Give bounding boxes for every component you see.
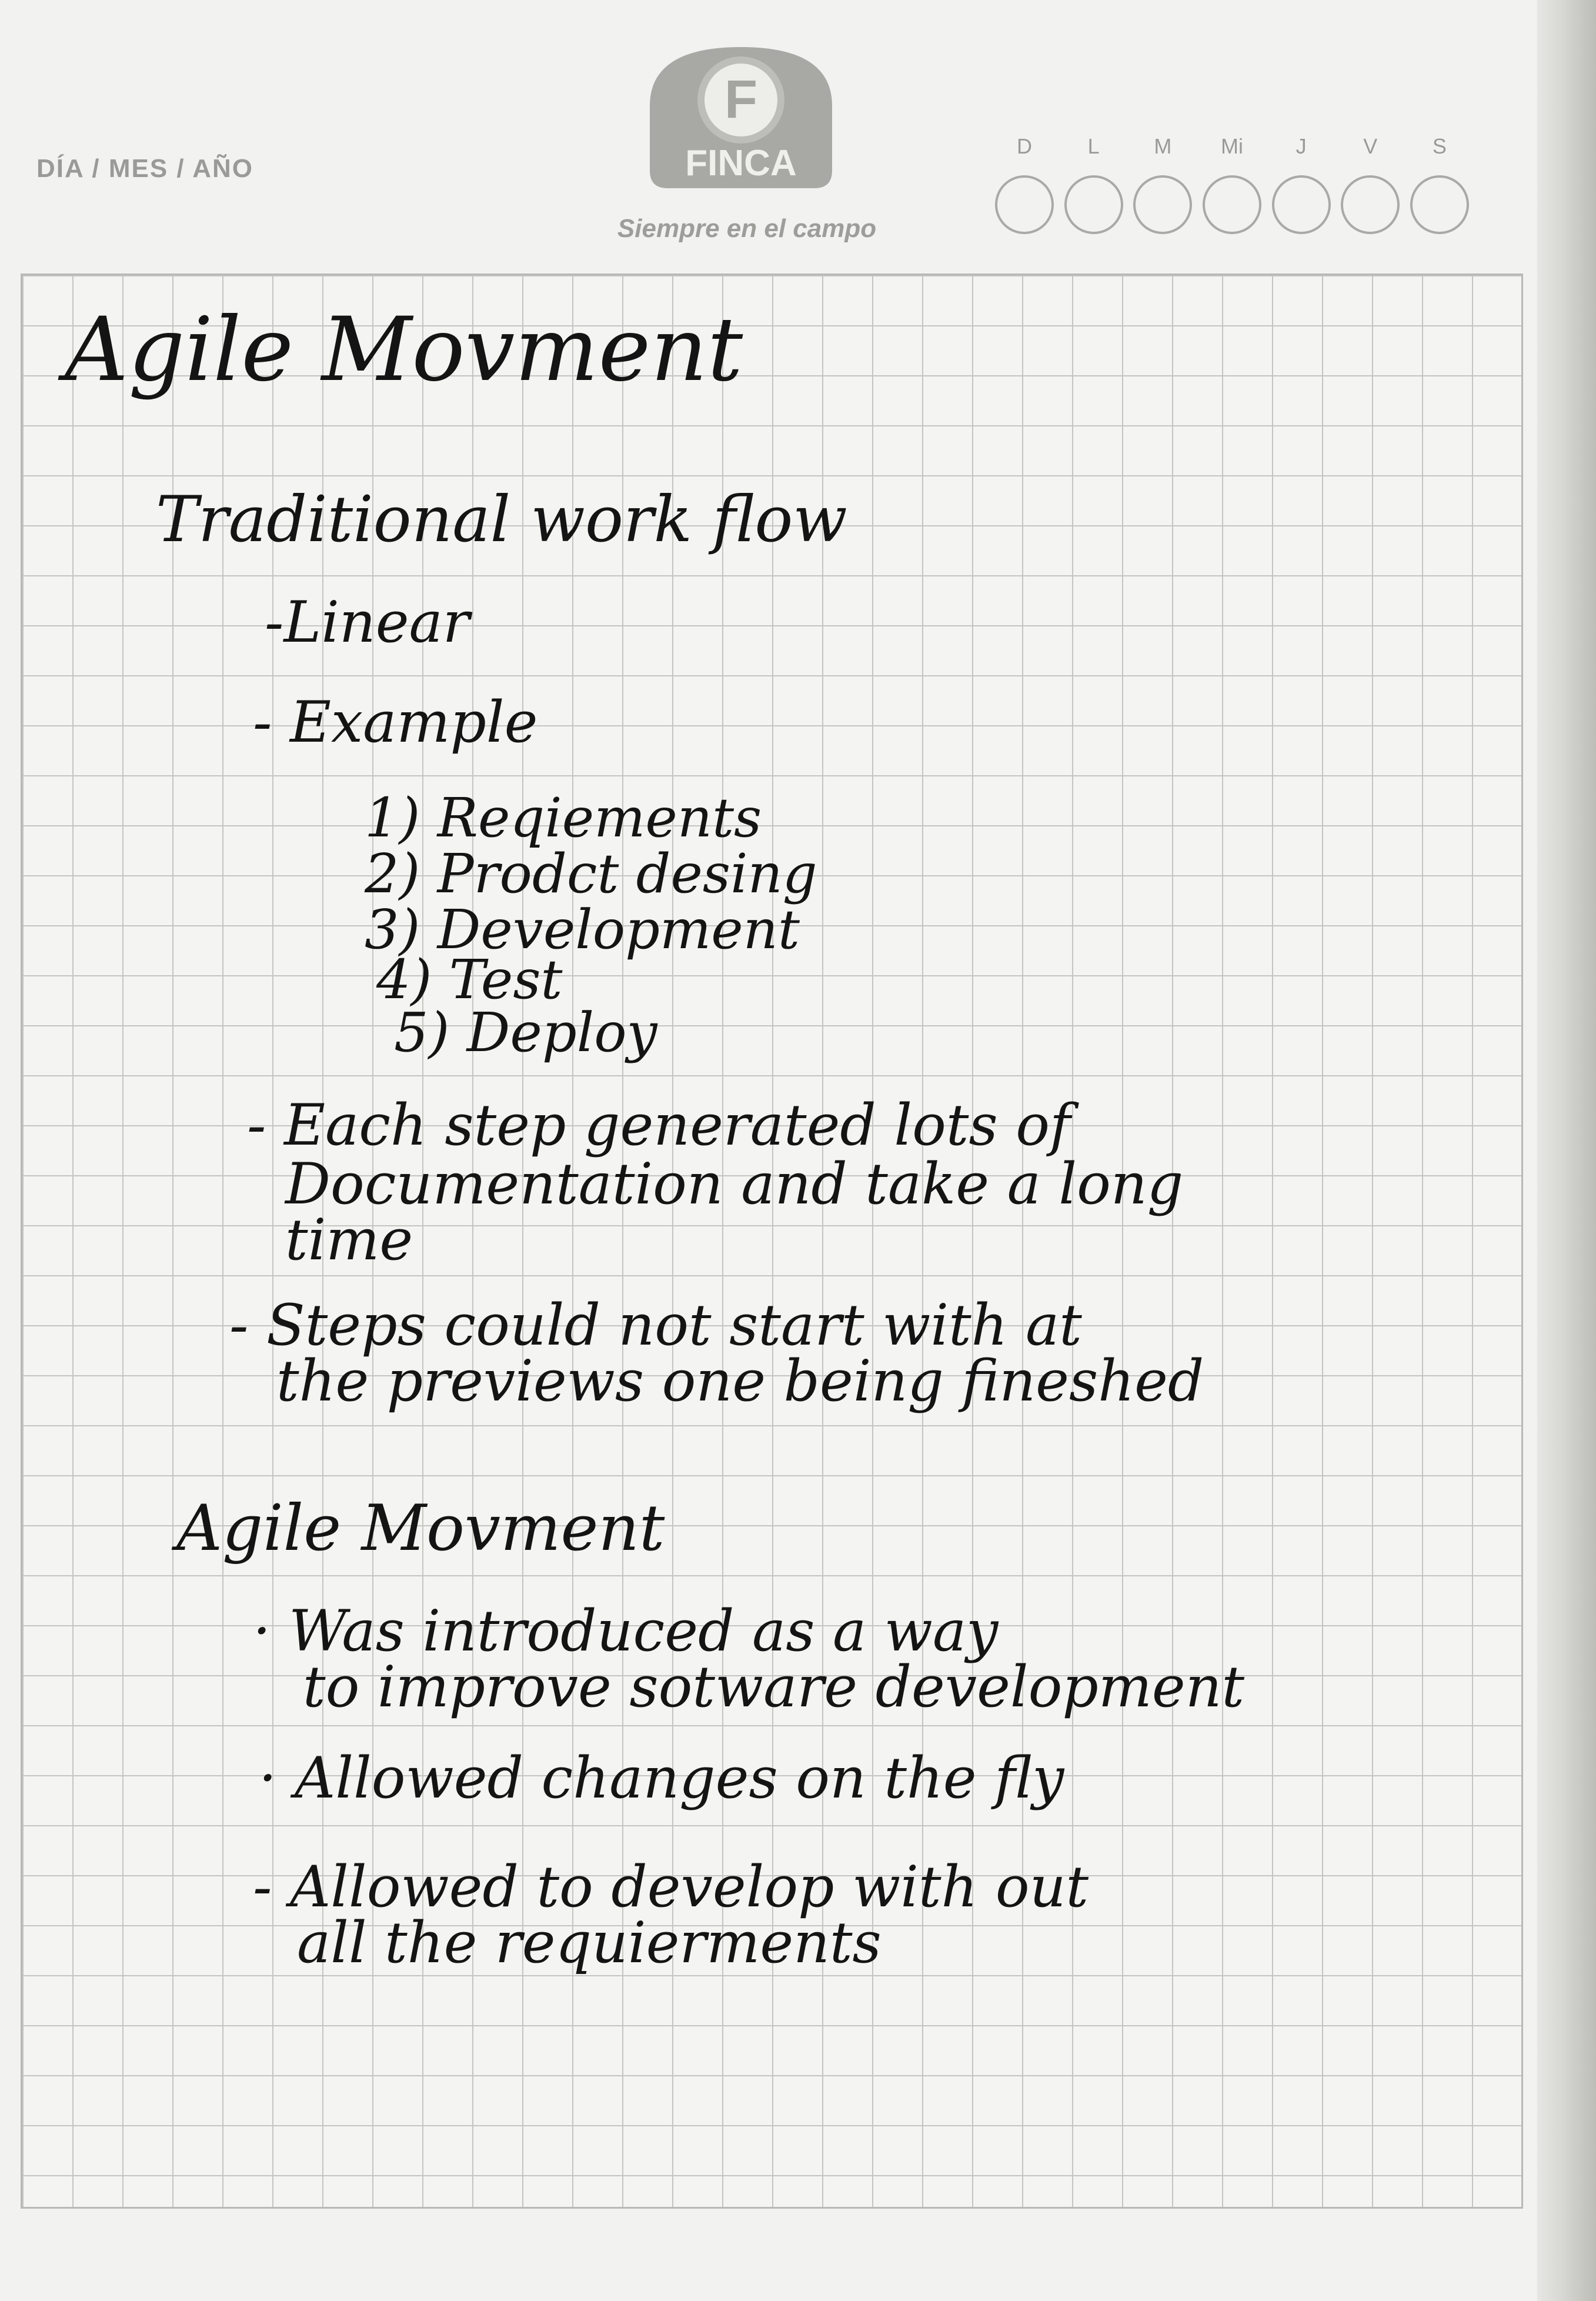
bullet-docs-line: Documentation and take a long	[285, 1151, 1184, 1217]
weekday-s: S	[1409, 134, 1470, 234]
weekday-v: V	[1340, 134, 1401, 234]
bullet-develop-line: - Allowed to develop with out	[253, 1854, 1089, 1920]
section1-heading: Traditional work flow	[156, 483, 847, 556]
bullet-develop-line: all the requierments	[297, 1910, 882, 1976]
weekday-j: J	[1271, 134, 1332, 234]
date-label: DÍA / MES / AÑO	[36, 154, 253, 183]
step-item: 4) Test	[376, 948, 563, 1011]
bullet-docs-line: time	[285, 1207, 413, 1273]
weekday-circle	[1064, 175, 1123, 234]
bullet-steps-line: - Steps could not start with at	[229, 1292, 1082, 1358]
weekday-l: L	[1063, 134, 1124, 234]
step-item: 5) Deploy	[394, 1001, 657, 1064]
bullet-introduced-line: · Was introduced as a way	[253, 1598, 999, 1664]
weekday-circle	[995, 175, 1054, 234]
notes-title: Agile Movment	[65, 299, 743, 401]
notebook-page: DÍA / MES / AÑO F FINCA Siempre en el ca…	[0, 0, 1537, 2301]
weekday-circle	[1341, 175, 1400, 234]
bullet-introduced-line: to improve sotware development	[303, 1654, 1245, 1720]
bullet-steps-line: the previews one being fineshed	[276, 1348, 1204, 1414]
bullet-linear: -Linear	[265, 589, 470, 655]
weekday-mi: Mi	[1201, 134, 1263, 234]
bullet-changes: · Allowed changes on the fly	[259, 1745, 1064, 1811]
weekday-circle	[1271, 175, 1331, 234]
logo-initial: F	[724, 69, 757, 129]
step-item: 3) Development	[365, 898, 800, 961]
finca-logo: F FINCA	[650, 47, 832, 188]
grid-area	[21, 274, 1523, 2209]
bullet-example: - Example	[253, 689, 538, 755]
weekday-selector: D L M Mi J V S	[994, 134, 1470, 234]
weekday-circle	[1133, 175, 1193, 234]
logo-wordmark: FINCA	[685, 143, 796, 184]
page-edge	[1537, 0, 1596, 2301]
weekday-d: D	[994, 134, 1055, 234]
weekday-circle	[1202, 175, 1261, 234]
step-item: 1) Reqiements	[365, 786, 762, 849]
section2-heading: Agile Movment	[176, 1492, 665, 1565]
weekday-m: M	[1132, 134, 1193, 234]
bullet-docs-line: - Each step generated lots of	[247, 1092, 1071, 1158]
slogan: Siempre en el campo	[617, 214, 877, 243]
step-item: 2) Prodct desing	[365, 842, 817, 905]
weekday-circle	[1410, 175, 1469, 234]
